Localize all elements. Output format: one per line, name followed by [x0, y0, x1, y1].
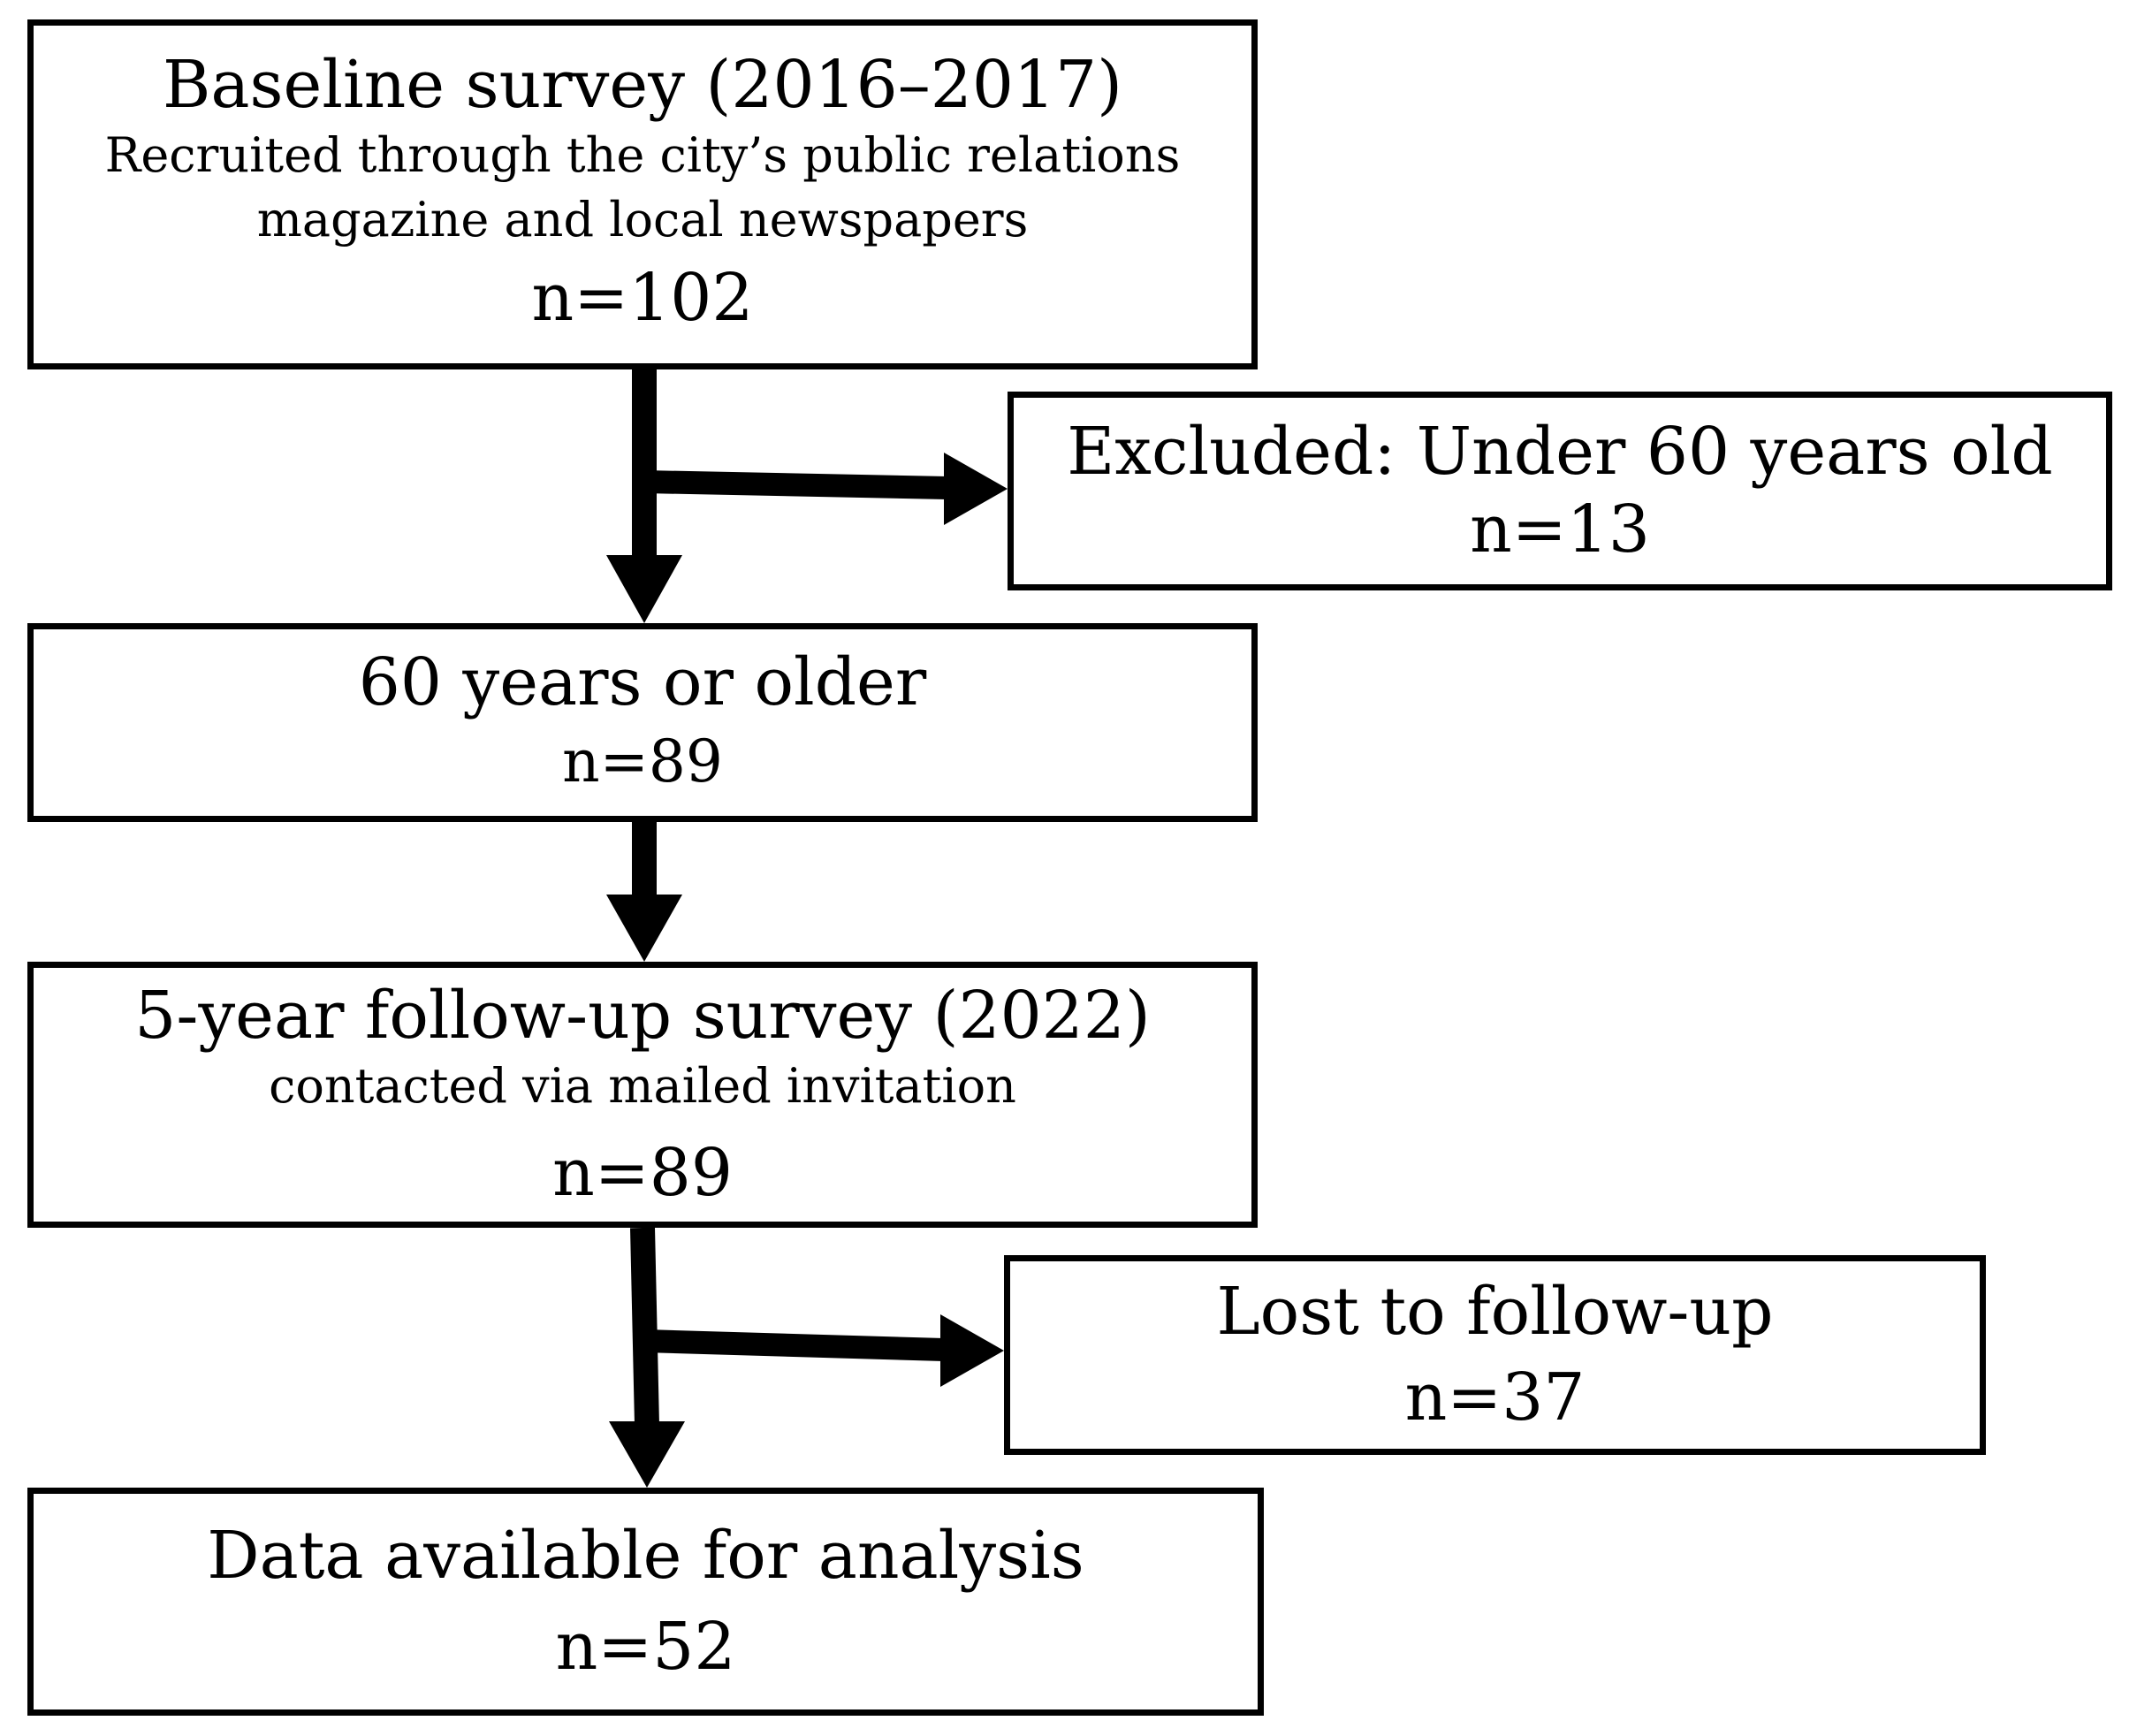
- lost-to-followup-box: Lost to follow-up n=37: [1004, 1255, 1986, 1455]
- analysis-box: Data available for analysis n=52: [27, 1488, 1264, 1716]
- arrow-followup-to-analysis-head: [609, 1421, 685, 1488]
- lost-count: n=37: [1404, 1359, 1586, 1435]
- arrow-to-excluded-head: [944, 453, 1008, 525]
- followup-survey-box: 5-year follow-up survey (2022) contacted…: [27, 962, 1258, 1228]
- older-count: n=89: [562, 727, 723, 796]
- arrow-older-to-followup-head: [606, 895, 682, 962]
- excluded-box: Excluded: Under 60 years old n=13: [1008, 392, 2112, 590]
- arrow-to-lost-head: [940, 1314, 1004, 1387]
- excluded-title: Excluded: Under 60 years old: [1067, 414, 2053, 491]
- followup-title: 5-year follow-up survey (2022): [134, 977, 1151, 1054]
- excluded-count: n=13: [1470, 491, 1650, 567]
- baseline-survey-box: Baseline survey (2016–2017) Recruited th…: [27, 19, 1258, 369]
- baseline-title: Baseline survey (2016–2017): [163, 46, 1122, 123]
- older-title: 60 years or older: [358, 644, 927, 721]
- arrow-baseline-to-older-head: [606, 555, 682, 623]
- followup-count: n=89: [552, 1134, 733, 1211]
- followup-subtitle: contacted via mailed invitation: [269, 1058, 1016, 1115]
- baseline-line-1: Recruited through the city’s public rela…: [104, 127, 1181, 184]
- arrow-to-excluded-shaft: [643, 470, 948, 499]
- arrow-to-lost-shaft: [643, 1329, 945, 1361]
- lost-title: Lost to follow-up: [1216, 1273, 1774, 1350]
- analysis-count: n=52: [555, 1609, 736, 1685]
- analysis-title: Data available for analysis: [207, 1517, 1084, 1594]
- baseline-count: n=102: [531, 259, 754, 336]
- arrow-followup-to-analysis-shaft: [630, 1227, 659, 1426]
- older-box: 60 years or older n=89: [27, 623, 1258, 822]
- baseline-line-2: magazine and local newspapers: [256, 192, 1029, 247]
